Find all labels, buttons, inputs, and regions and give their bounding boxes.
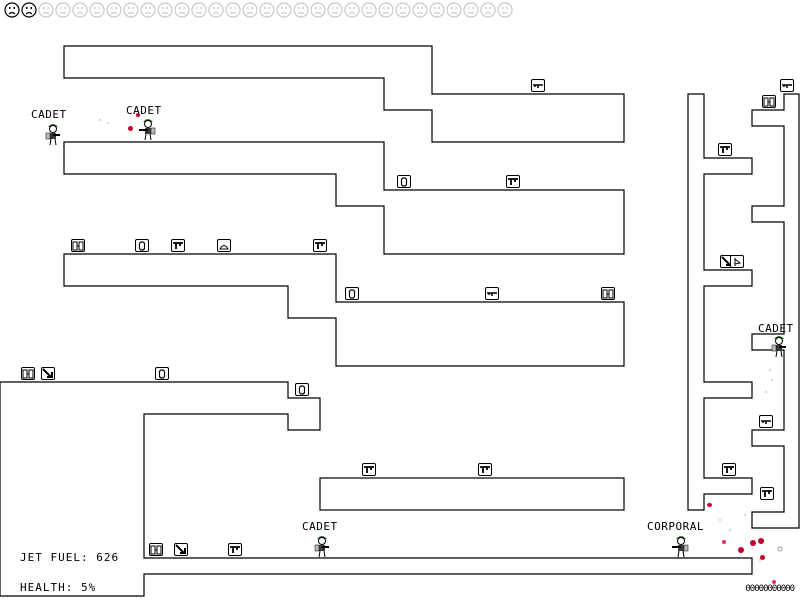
platform-middle xyxy=(63,253,625,367)
ammo-icon[interactable] xyxy=(135,239,149,252)
neutral-face-icon xyxy=(191,2,207,18)
neutral-face-icon xyxy=(259,2,275,18)
neutral-face-icon xyxy=(327,2,343,18)
soldier[interactable] xyxy=(771,334,786,358)
ammo-icon[interactable] xyxy=(345,287,359,300)
binoculars-icon[interactable] xyxy=(762,95,776,108)
health-label: HEALTH: xyxy=(20,581,74,594)
health-readout: HEALTH: 5% xyxy=(20,581,96,594)
binoculars-icon[interactable] xyxy=(21,367,35,380)
platform-floating xyxy=(319,477,625,511)
neutral-face-icon xyxy=(276,2,292,18)
pistol-icon[interactable] xyxy=(722,463,736,476)
platform-upper xyxy=(63,141,625,255)
blood-splatter xyxy=(136,113,140,117)
tower-left xyxy=(687,93,753,511)
neutral-face-icon xyxy=(123,2,139,18)
soldier-rank-label: CADET xyxy=(31,108,67,121)
pistol-icon[interactable] xyxy=(760,487,774,500)
neutral-face-icon xyxy=(310,2,326,18)
blood-splatter xyxy=(707,503,712,507)
neutral-face-icon xyxy=(72,2,88,18)
blood-splatter xyxy=(738,547,744,553)
pistol-icon[interactable] xyxy=(718,143,732,156)
neutral-face-icon xyxy=(293,2,309,18)
platform-top xyxy=(63,45,625,143)
ammo-icon[interactable] xyxy=(295,383,309,396)
binoculars-icon[interactable] xyxy=(149,543,163,556)
neutral-face-icon xyxy=(140,2,156,18)
rocket-icon[interactable] xyxy=(174,543,188,556)
soldier-rank-label: CADET xyxy=(126,104,162,117)
ammo-counter: 00000000000 xyxy=(745,584,795,594)
neutral-face-icon xyxy=(463,2,479,18)
lives-indicator xyxy=(4,2,513,18)
sad-face-icon xyxy=(21,2,37,18)
neutral-face-icon xyxy=(446,2,462,18)
neutral-face-icon xyxy=(429,2,445,18)
neutral-face-icon xyxy=(242,2,258,18)
blood-splatter xyxy=(722,540,726,544)
rocket-icon[interactable] xyxy=(41,367,55,380)
pistol-icon[interactable] xyxy=(362,463,376,476)
binoculars-icon[interactable] xyxy=(71,239,85,252)
particle-effects xyxy=(99,119,783,561)
rifle-icon[interactable] xyxy=(485,287,499,300)
soldier[interactable] xyxy=(139,117,156,141)
pistol-icon[interactable] xyxy=(313,239,327,252)
sad-face-icon xyxy=(4,2,20,18)
neutral-face-icon xyxy=(378,2,394,18)
neutral-face-icon xyxy=(157,2,173,18)
neutral-face-icon xyxy=(497,2,513,18)
neutral-face-icon xyxy=(480,2,496,18)
neutral-face-icon xyxy=(412,2,428,18)
pistol-icon[interactable] xyxy=(506,175,520,188)
soldier-rank-label: CADET xyxy=(302,520,338,533)
pistol-icon[interactable] xyxy=(171,239,185,252)
neutral-face-icon xyxy=(89,2,105,18)
soldier[interactable] xyxy=(45,122,60,146)
neutral-face-icon xyxy=(38,2,54,18)
pistol-icon[interactable] xyxy=(228,543,242,556)
blood-splatter xyxy=(760,555,765,560)
blood-splatter xyxy=(750,540,756,546)
ammo-icon[interactable] xyxy=(397,175,411,188)
mine-icon[interactable] xyxy=(217,239,231,252)
jet-fuel-label: JET FUEL: xyxy=(20,551,89,564)
rifle-icon[interactable] xyxy=(780,79,794,92)
blood-splatter xyxy=(758,538,764,544)
jet-fuel-value: 626 xyxy=(96,551,120,564)
blood-splatter xyxy=(128,126,133,131)
binoculars-icon[interactable] xyxy=(601,287,615,300)
neutral-face-icon xyxy=(174,2,190,18)
neutral-face-icon xyxy=(106,2,122,18)
platform-lower-left xyxy=(0,381,753,597)
neutral-face-icon xyxy=(55,2,71,18)
neutral-face-icon xyxy=(344,2,360,18)
soldier[interactable] xyxy=(314,534,329,558)
blood-splatter xyxy=(772,580,776,584)
health-value: 5% xyxy=(80,581,97,594)
tower-right xyxy=(751,93,800,529)
soldier[interactable] xyxy=(672,534,689,558)
soldier-rank-label: CORPORAL xyxy=(647,520,704,533)
pistol-icon[interactable] xyxy=(478,463,492,476)
neutral-face-icon xyxy=(225,2,241,18)
soldier-rank-label: CADET xyxy=(758,322,794,335)
neutral-face-icon xyxy=(208,2,224,18)
neutral-face-icon xyxy=(395,2,411,18)
flag-icon[interactable] xyxy=(730,255,744,268)
neutral-face-icon xyxy=(361,2,377,18)
ammo-icon[interactable] xyxy=(155,367,169,380)
rifle-icon[interactable] xyxy=(759,415,773,428)
rifle-icon[interactable] xyxy=(531,79,545,92)
jet-fuel-readout: JET FUEL: 626 xyxy=(20,551,119,564)
